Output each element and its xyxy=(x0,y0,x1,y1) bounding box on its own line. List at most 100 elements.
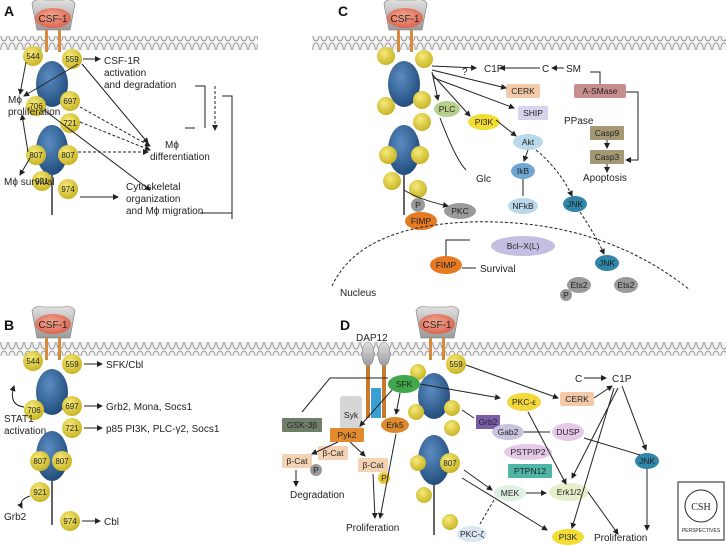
ship-node xyxy=(518,106,548,120)
pstpip2-node xyxy=(504,444,552,460)
receptor-a: CSF-1 xyxy=(31,0,76,215)
pyk2-node xyxy=(330,428,364,442)
svg-text:Ets2: Ets2 xyxy=(570,280,587,290)
svg-text:721: 721 xyxy=(65,424,79,433)
svg-text:SFK: SFK xyxy=(396,379,413,389)
svg-text:697: 697 xyxy=(63,97,77,106)
svg-text:Grb2: Grb2 xyxy=(479,417,498,427)
syk-node xyxy=(340,396,362,436)
survival-label-c: Survival xyxy=(480,264,516,275)
ets2-node-b xyxy=(614,277,638,293)
svg-text:CSH: CSH xyxy=(691,502,710,513)
ceramide-node-d: C xyxy=(575,374,582,385)
gsk3b-node xyxy=(282,418,322,432)
pi3k-node-d xyxy=(552,529,584,545)
survival-label: Mϕ survival xyxy=(4,177,55,188)
svg-text:PKC: PKC xyxy=(451,206,468,216)
pkce-node xyxy=(507,393,541,411)
panel-d-label: D xyxy=(340,317,350,333)
svg-text:PLC: PLC xyxy=(439,104,456,114)
svg-text:PI3K: PI3K xyxy=(559,532,578,542)
svg-text:GSK-3β: GSK-3β xyxy=(287,420,318,430)
svg-text:DUSP: DUSP xyxy=(556,427,580,437)
svg-text:Syk: Syk xyxy=(344,410,359,420)
dusp-node xyxy=(552,423,584,441)
svg-text:706: 706 xyxy=(27,406,41,415)
mek-node xyxy=(494,485,526,501)
pi3k-node-c xyxy=(468,114,500,130)
akt-node xyxy=(513,134,543,150)
svg-text:559: 559 xyxy=(65,55,79,64)
svg-text:β-Cat: β-Cat xyxy=(363,460,385,470)
grb2-mona-label: Grb2, Mona, Socs1 xyxy=(106,402,193,413)
dap12-receptor xyxy=(361,341,391,418)
ets2-node xyxy=(567,277,591,293)
grb2-node xyxy=(476,415,500,429)
cerk-node-d xyxy=(560,392,594,406)
csf1-label-b: CSF-1 xyxy=(39,320,68,331)
svg-text:974: 974 xyxy=(61,185,75,194)
apoptosis-label: Apoptosis xyxy=(583,173,627,184)
nuclear-envelope xyxy=(331,221,691,291)
svg-text:?: ? xyxy=(462,67,468,78)
svg-text:PKC-ζ: PKC-ζ xyxy=(460,529,484,539)
membrane-d xyxy=(258,342,726,356)
jnk-nuclear xyxy=(595,255,619,271)
svg-text:PSTPIP2: PSTPIP2 xyxy=(511,447,546,457)
panel-c-label: C xyxy=(338,3,348,19)
fimp-nuclear xyxy=(430,256,462,274)
erk5-node xyxy=(381,417,409,433)
erk12-node xyxy=(549,483,589,501)
ikb-node xyxy=(511,163,535,179)
membrane-a xyxy=(0,36,258,50)
svg-text:544: 544 xyxy=(26,357,40,366)
bcat-node-3 xyxy=(358,458,388,472)
csf1-label: CSF-1 xyxy=(39,14,68,25)
svg-text:807: 807 xyxy=(55,457,69,466)
proliferation-label-d2: Proliferation xyxy=(594,533,647,544)
sm-node: SM xyxy=(566,64,581,75)
svg-text:807: 807 xyxy=(61,151,75,160)
svg-text:JNK: JNK xyxy=(567,199,583,209)
residues-a: 544 559 706 697 721 807 807 921 974 xyxy=(23,46,82,199)
svg-text:Bcl–X(L): Bcl–X(L) xyxy=(507,241,540,251)
ptpn12-node xyxy=(508,464,552,478)
gab2-node xyxy=(492,424,524,440)
residue-807-d: 807 xyxy=(443,459,457,468)
c1p-node: C1P xyxy=(484,64,504,75)
svg-text:Pyk2: Pyk2 xyxy=(338,430,357,440)
membrane-c xyxy=(312,36,726,50)
panel-a-label: A xyxy=(4,3,14,19)
svg-text:544: 544 xyxy=(26,52,40,61)
svg-text:807: 807 xyxy=(29,151,43,160)
panel-c: C CSF-1 ? C1P C SM CERK A-SMase PLC PI3K xyxy=(312,0,726,301)
svg-text:Erk1/2: Erk1/2 xyxy=(557,487,582,497)
receptor-d: CSF-1 559 807 xyxy=(408,306,466,535)
svg-text:CERK: CERK xyxy=(511,86,535,96)
bcat-node-1 xyxy=(282,454,312,468)
svg-text:CERK: CERK xyxy=(565,394,589,404)
pkc-node-c xyxy=(444,203,476,219)
panel-d: D DAP12 CSF-1 559 807 xyxy=(258,306,726,545)
casp9-node xyxy=(590,126,624,140)
svg-text:β-Cat: β-Cat xyxy=(323,448,345,458)
svg-text:Ets2: Ets2 xyxy=(617,280,634,290)
svg-text:FIMP: FIMP xyxy=(436,260,457,270)
c1p-node-d: C1P xyxy=(612,374,632,385)
svg-text:974: 974 xyxy=(63,517,77,526)
p85-label: p85 PI3K, PLC-γ2, Socs1 xyxy=(106,424,220,435)
ppase-node: PPase xyxy=(564,116,594,127)
svg-text:NFkB: NFkB xyxy=(512,201,534,211)
svg-text:IkB: IkB xyxy=(517,166,530,176)
svg-text:921: 921 xyxy=(33,488,47,497)
svg-text:559: 559 xyxy=(65,360,79,369)
svg-text:SHIP: SHIP xyxy=(523,108,543,118)
cbl-label: Cbl xyxy=(104,517,119,528)
csh-logo: CSH PERSPECTIVES xyxy=(677,481,725,541)
jnk-node-d xyxy=(635,453,659,469)
svg-text:CSF-1: CSF-1 xyxy=(391,14,420,25)
asmase-node xyxy=(574,84,626,98)
svg-text:PTPN12: PTPN12 xyxy=(514,466,546,476)
